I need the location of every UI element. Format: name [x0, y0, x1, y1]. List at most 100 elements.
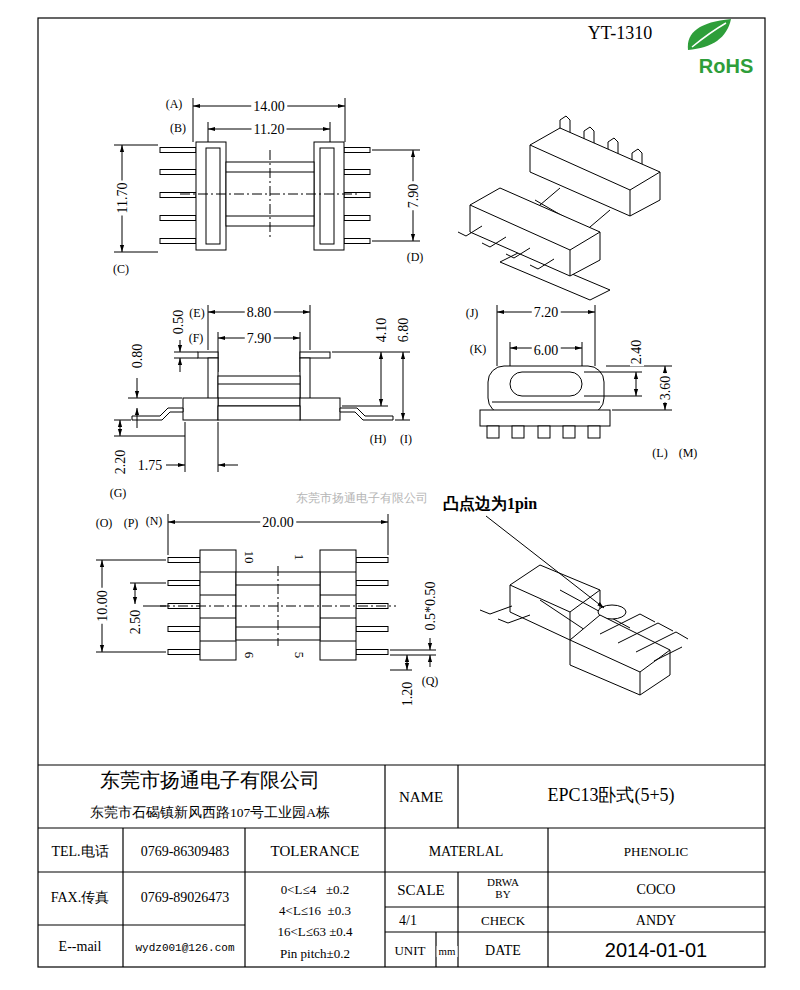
bottom-view-line — [200, 595, 236, 596]
end-view-line — [492, 402, 600, 403]
top-view-line — [114, 145, 158, 146]
reference-letter-holder: (M) — [677, 444, 700, 460]
dimension-value: 2.40 — [630, 338, 644, 367]
dimension-value-holder: 11.20 — [252, 121, 287, 137]
title-block-cell: TEL.电话 — [49, 845, 110, 859]
bottom-view-line — [320, 595, 356, 596]
top-view-rect — [196, 142, 226, 250]
reference-letter-holder: (J) — [464, 304, 481, 320]
side-view-rect — [218, 376, 300, 406]
end-view-rect — [563, 426, 575, 438]
drawing-number: YT-1310 — [586, 24, 654, 42]
bottom-view-rect — [356, 650, 388, 655]
isometric-view-path — [654, 647, 682, 661]
logo-text: RoHS — [697, 56, 755, 76]
title-block-cell: CHECK — [479, 914, 527, 927]
title-block-frame-rect — [38, 18, 765, 967]
title-block-cell: UNIT — [392, 944, 427, 957]
reference-letter: (E) — [187, 307, 206, 319]
dimension-value: 6.80 — [397, 316, 411, 345]
side-view-polygon — [340, 408, 393, 420]
end-view-rect — [512, 426, 524, 438]
side-view-line — [114, 436, 185, 437]
isometric-view-polyline — [510, 585, 570, 640]
bottom-view-rect — [356, 558, 388, 563]
title-block-cell-holder: ANDY — [634, 912, 678, 928]
watermark: 东莞市扬通电子有限公司 — [294, 492, 430, 504]
end-view-rect — [588, 426, 600, 438]
dimension-value: 0.5*0.50 — [424, 580, 438, 633]
bottom-view-rect — [168, 627, 200, 632]
side-view — [114, 305, 410, 472]
title-block-frame-line — [38, 827, 765, 828]
dimension-value-holder: 8.80 — [245, 304, 274, 320]
end-view-rect — [510, 372, 582, 396]
leader-line — [486, 516, 604, 608]
top-view-rect — [344, 148, 370, 153]
side-view-rect — [198, 352, 218, 358]
reference-letter-holder: (Q) — [420, 672, 441, 688]
dimension-value-holder: 3.60 — [657, 374, 673, 403]
top-view-line — [226, 216, 314, 217]
bottom-view-rect — [168, 581, 200, 586]
title-block-cell-holder: wydz001@126.com — [133, 938, 236, 954]
dimension-value: 8.80 — [245, 306, 274, 320]
pin-number-holder: 10 — [242, 549, 258, 566]
top-view-rect — [344, 170, 370, 175]
isometric-view-path — [458, 226, 482, 236]
dimension-value: 20.00 — [260, 516, 296, 530]
title-block-frame-line — [384, 765, 385, 967]
dimension-value-holder: 6.00 — [532, 342, 561, 358]
end-view-rect — [487, 426, 499, 438]
side-view-rect — [208, 358, 218, 400]
end-view-line — [636, 372, 637, 396]
isometric-view-line — [570, 232, 600, 250]
bottom-view-rect — [320, 550, 356, 660]
end-view-line — [584, 396, 642, 397]
isometric-view-path — [600, 614, 655, 634]
logo-text-holder: RoHS — [697, 56, 755, 76]
isometric-view-polygon — [530, 128, 660, 216]
title-block-frame-line — [38, 871, 765, 872]
top-view-rect — [344, 193, 370, 198]
side-view-line — [166, 465, 185, 466]
dimension-value: 4.10 — [375, 316, 389, 345]
bottom-view-line — [320, 572, 356, 573]
title-block-frame-line — [457, 765, 458, 828]
side-view-line — [174, 358, 198, 359]
title-block-cell: PHENOLIC — [622, 845, 690, 858]
title-block-cell: COCO — [635, 883, 678, 897]
title-block-cell-holder: DATE — [483, 942, 523, 958]
reference-letter-holder: (G) — [108, 484, 129, 500]
reference-letter: (G) — [108, 487, 129, 499]
dimension-value: 3.60 — [659, 374, 673, 403]
dimension-value-holder: 0.5*0.50 — [422, 580, 438, 633]
reference-letter: (D) — [405, 251, 426, 263]
title-block-cell-holder: TEL.电话 — [49, 843, 110, 859]
title-block-cell-holder: 2014-01-01 — [603, 940, 709, 960]
title-block-cell: 东莞市扬通电子有限公司 — [98, 771, 322, 791]
reference-letter: (M) — [677, 447, 700, 459]
dimension-value-holder: 7.90 — [405, 182, 421, 211]
reference-letter-holder: (F) — [187, 329, 206, 345]
top-view-rect — [206, 148, 220, 244]
side-view-line — [332, 352, 410, 353]
reference-letter: (H) — [368, 433, 389, 445]
bottom-view-line — [200, 618, 236, 619]
end-view-line — [612, 410, 672, 411]
bottom-view — [96, 514, 436, 670]
isometric-view-polygon — [470, 188, 600, 276]
title-block-cell: MATERLAL — [427, 845, 506, 859]
end-view-line — [497, 305, 498, 366]
top-view-rect — [160, 148, 196, 153]
end-view — [480, 305, 672, 438]
title-block-cell-holder: mm — [437, 942, 458, 958]
isometric-view-path — [506, 248, 530, 258]
dimension-value-holder: 1.20 — [399, 680, 415, 709]
reference-letter: (A) — [164, 98, 185, 110]
dimension-value-holder: 1.75 — [136, 457, 165, 473]
dimension-value-holder: 2.20 — [112, 448, 128, 477]
dimension-value-holder: 11.70 — [114, 181, 130, 216]
isometric-view — [480, 565, 688, 695]
